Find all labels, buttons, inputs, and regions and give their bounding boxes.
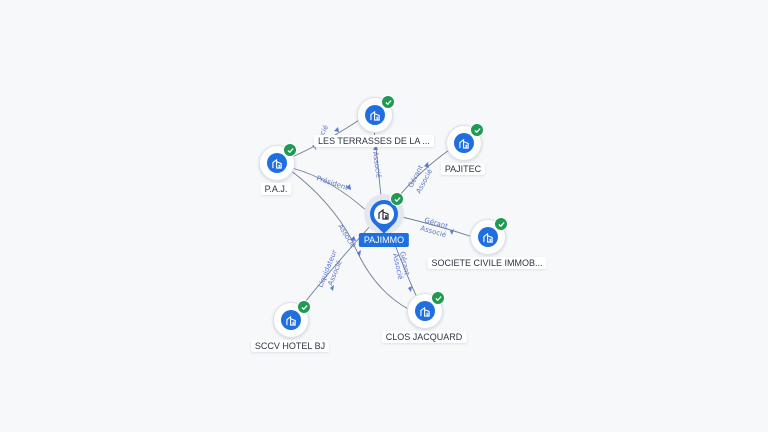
- building-icon: [419, 306, 430, 317]
- edge-arrow: [346, 184, 351, 190]
- node-circle[interactable]: [259, 143, 297, 181]
- edge-arrow: [350, 236, 356, 241]
- check-icon: [384, 99, 392, 105]
- node-circle[interactable]: [407, 291, 445, 329]
- node-label: SOCIETE CIVILE IMMOB...: [427, 257, 547, 269]
- verified-badge: [470, 123, 484, 137]
- node-label: CLOS JACQUARD: [381, 331, 467, 343]
- verified-badge: [494, 217, 508, 231]
- edge-label: Associé: [371, 151, 383, 178]
- center-pin[interactable]: [364, 194, 404, 234]
- edge-arrow: [334, 127, 339, 132]
- edge-arrow: [357, 250, 361, 256]
- edge-arrow: [408, 286, 412, 292]
- verified-badge: [283, 143, 297, 157]
- building-icon: [271, 158, 282, 169]
- building-icon: [482, 232, 493, 243]
- building-icon: [458, 138, 469, 149]
- check-icon: [434, 295, 442, 301]
- verified-badge: [381, 95, 395, 109]
- edge-arrow: [373, 145, 378, 150]
- edge-center-sci: [397, 215, 477, 239]
- node-circle[interactable]: [273, 300, 311, 338]
- node-label-center[interactable]: PAJIMMO: [358, 233, 410, 247]
- node-label: P.A.J.: [260, 183, 292, 195]
- check-icon: [473, 127, 481, 133]
- verified-badge: [390, 192, 404, 206]
- node-label: LES TERRASSES DE LA ...: [314, 135, 434, 147]
- building-icon: [378, 208, 389, 220]
- check-icon: [300, 304, 308, 310]
- check-icon: [286, 147, 294, 153]
- verified-badge: [431, 291, 445, 305]
- check-icon: [497, 221, 505, 227]
- node-label: PAJITEC: [440, 163, 486, 175]
- edge-paj-center: [291, 167, 369, 213]
- edge-arrow: [450, 229, 454, 235]
- node-label: SCCV HOTEL BJ: [250, 340, 330, 352]
- building-icon: [369, 110, 380, 121]
- node-circle[interactable]: [446, 123, 484, 161]
- check-icon: [393, 196, 401, 202]
- verified-badge: [297, 300, 311, 314]
- edge-arrow: [424, 162, 429, 168]
- edge-label: Président: [315, 174, 349, 192]
- building-icon: [285, 315, 296, 326]
- node-circle[interactable]: [470, 217, 508, 255]
- node-circle[interactable]: [357, 95, 395, 133]
- edge-arrow: [330, 285, 334, 291]
